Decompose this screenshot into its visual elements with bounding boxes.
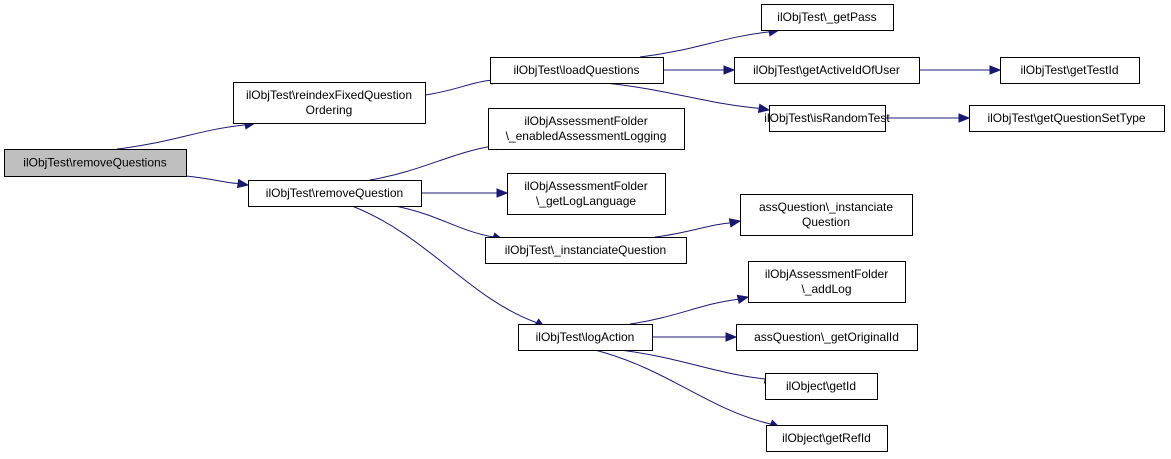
node-box [969, 105, 1165, 132]
edge-line [394, 205, 494, 238]
node-box [490, 57, 664, 84]
edge-arrowhead [958, 113, 971, 123]
edge-arrowhead [757, 103, 771, 113]
node-box [769, 105, 886, 132]
node-box [766, 425, 888, 452]
node-box [761, 4, 894, 31]
node-logAction[interactable]: ilObjTest\logAction [518, 324, 653, 351]
node-box [734, 57, 920, 84]
node-assInstanciate[interactable]: assQuestion\_instanciateQuestion [740, 194, 913, 236]
node-label: ilObjTest\getActiveIdOfUser [753, 63, 900, 77]
node-box [740, 194, 913, 236]
edge-line [594, 349, 771, 425]
edge-logAction-to-getRefId [594, 349, 782, 429]
edge-getActiveIdOfUser-to-getTestId [919, 65, 1002, 75]
node-label: ilObjAssessmentFolder [524, 114, 647, 128]
node-box [233, 82, 426, 124]
edge-line [629, 298, 739, 325]
node-addLog[interactable]: ilObjAssessmentFolder\_addLog [748, 261, 906, 303]
node-label: Question [802, 215, 850, 229]
edge-arrowhead [723, 65, 736, 75]
edge-loadQuestions-to-isRandomTest [604, 82, 771, 113]
edge-line [639, 31, 770, 58]
node-label: ilObjTest\logAction [536, 330, 635, 344]
node-isRandomTest[interactable]: ilObjTest\isRandomTest [764, 105, 890, 132]
edge-isRandomTest-to-getQuestionSetType [885, 113, 971, 123]
edge-line [424, 79, 492, 96]
node-label: \_addLog [801, 282, 851, 296]
node-box [518, 324, 653, 351]
edge-line [116, 124, 246, 150]
node-getPass[interactable]: ilObjTest\_getPass [761, 4, 894, 31]
node-label: ilObjTest\reindexFixedQuestion [246, 88, 412, 102]
node-label: ilObject\getId [786, 379, 856, 393]
edge-removeQuestions-to-removeQuestion [185, 175, 250, 189]
node-label: ilObject\getRefId [782, 431, 871, 445]
node-enabledLogging[interactable]: ilObjAssessmentFolder\_enabledAssessment… [488, 108, 685, 150]
node-getRefId[interactable]: ilObject\getRefId [766, 425, 888, 452]
node-label: ilObjTest\getTestId [1020, 63, 1118, 77]
node-label: assQuestion\_instanciate [759, 200, 893, 214]
node-instanciateQuestion[interactable]: ilObjTest\_instanciateQuestion [485, 237, 687, 264]
edge-line [604, 82, 760, 109]
edge-arrowhead [989, 65, 1002, 75]
node-removeQuestions[interactable]: ilObjTest\removeQuestions [4, 149, 187, 177]
edge-arrowhead [728, 218, 742, 228]
node-getActiveIdOfUser[interactable]: ilObjTest\getActiveIdOfUser [734, 57, 920, 84]
node-getQuestionSetType[interactable]: ilObjTest\getQuestionSetType [969, 105, 1165, 132]
node-box [765, 373, 878, 400]
node-label: \_enabledAssessmentLogging [506, 129, 667, 143]
node-label: ilObjTest\getQuestionSetType [987, 111, 1145, 125]
edge-loadQuestions-to-getPass [639, 27, 781, 58]
node-box [4, 149, 187, 177]
edge-removeQuestion-to-instanciateQuestion [394, 205, 505, 242]
node-label: assQuestion\_getOriginalId [754, 330, 899, 344]
edge-arrowhead [236, 178, 250, 189]
edge-line [351, 205, 537, 324]
edge-line [185, 175, 239, 185]
node-label: ilObjAssessmentFolder [524, 179, 647, 193]
edge-line [654, 222, 731, 238]
node-label: ilObjTest\_getPass [777, 10, 876, 24]
edge-logAction-to-getOriginalId [651, 332, 738, 342]
node-box [507, 173, 666, 215]
node-box [748, 261, 906, 303]
node-getOriginalId[interactable]: assQuestion\_getOriginalId [736, 324, 918, 351]
node-label: ilObjAssessmentFolder [765, 267, 888, 281]
node-label: ilObjTest\_instanciateQuestion [505, 243, 666, 257]
edge-removeQuestions-to-reindex [116, 120, 257, 150]
node-label: ilObjTest\isRandomTest [764, 111, 890, 125]
node-removeQuestion[interactable]: ilObjTest\removeQuestion [248, 180, 422, 207]
edge-arrowhead [736, 294, 750, 304]
node-label: ilObjTest\loadQuestions [513, 63, 639, 77]
node-label: Ordering [306, 103, 353, 117]
node-label: \_getLogLanguage [536, 194, 636, 208]
nodes-layer: ilObjTest\removeQuestions ilObjTest\reind… [4, 4, 1165, 452]
edge-logAction-to-addLog [629, 294, 750, 325]
node-box [485, 237, 687, 264]
edge-removeQuestion-to-logAction [351, 205, 547, 329]
node-box [736, 324, 918, 351]
node-label: ilObjTest\removeQuestion [266, 186, 403, 200]
edge-arrowhead [725, 332, 738, 342]
node-label: ilObjTest\removeQuestions [23, 156, 166, 170]
node-box [1000, 57, 1140, 84]
edge-removeQuestion-to-getLogLanguage [421, 188, 509, 198]
edge-loadQuestions-to-getActiveIdOfUser [663, 65, 736, 75]
node-getId[interactable]: ilObject\getId [765, 373, 878, 400]
node-box [248, 180, 422, 207]
node-getLogLanguage[interactable]: ilObjAssessmentFolder\_getLogLanguage [507, 173, 666, 215]
node-box [488, 108, 685, 150]
node-loadQuestions[interactable]: ilObjTest\loadQuestions [490, 57, 664, 84]
node-getTestId[interactable]: ilObjTest\getTestId [1000, 57, 1140, 84]
edge-arrowhead [496, 188, 509, 198]
edge-line [619, 349, 766, 380]
edge-instanciateQuestion-to-assInstanciate [654, 218, 742, 238]
edge-line [369, 145, 496, 181]
edge-removeQuestion-to-enabledLogging [369, 141, 507, 181]
edge-reindex-to-loadQuestions [424, 75, 503, 96]
